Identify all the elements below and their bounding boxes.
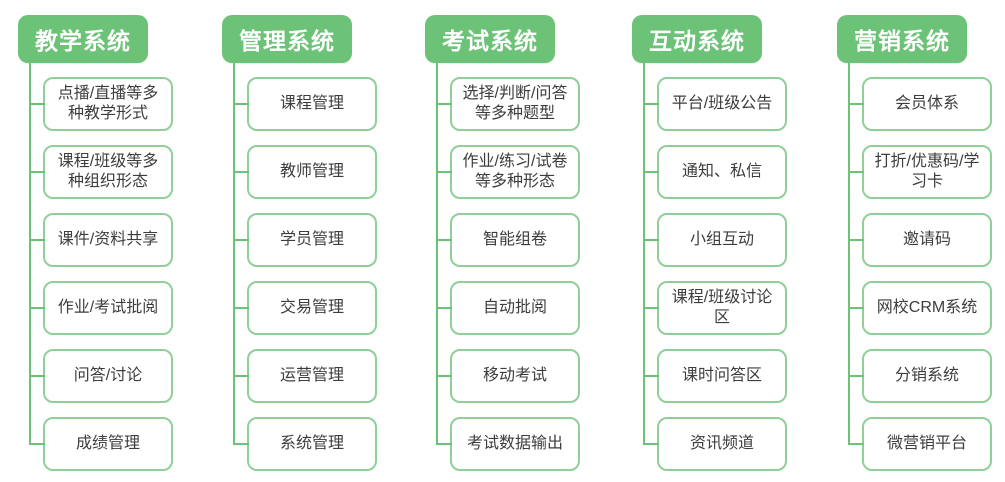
node-exam-2: 智能组卷 — [436, 213, 580, 267]
node-exam-5: 考试数据输出 — [436, 417, 580, 471]
node-interaction-0: 平台/班级公告 — [643, 77, 787, 131]
connector-trunk-marketing — [848, 63, 850, 444]
node-teaching-3: 作业/考试批阅 — [29, 281, 173, 335]
node-marketing-1: 打折/优惠码/学习卡 — [848, 145, 992, 199]
branch-children-management: 课程管理 教师管理 学员管理 交易管理 运营管理 系统管理 — [233, 77, 377, 471]
node-exam-1: 作业/练习/试卷等多种形态 — [436, 145, 580, 199]
branch-exam: 考试系统 选择/判断/问答等多种题型 作业/练习/试卷等多种形态 智能组卷 自动… — [425, 0, 585, 482]
node-teaching-1: 课程/班级等多种组织形态 — [29, 145, 173, 199]
branch-teaching: 教学系统 点播/直播等多种教学形式 课程/班级等多种组织形态 课件/资料共享 作… — [18, 0, 178, 482]
branch-interaction: 互动系统 平台/班级公告 通知、私信 小组互动 课程/班级讨论区 课时问答区 资… — [632, 0, 792, 482]
branch-marketing: 营销系统 会员体系 打折/优惠码/学习卡 邀请码 网校CRM系统 分销系统 微营… — [837, 0, 997, 482]
node-interaction-4: 课时问答区 — [643, 349, 787, 403]
node-teaching-2: 课件/资料共享 — [29, 213, 173, 267]
node-management-5: 系统管理 — [233, 417, 377, 471]
branch-children-exam: 选择/判断/问答等多种题型 作业/练习/试卷等多种形态 智能组卷 自动批阅 移动… — [436, 77, 580, 471]
node-marketing-5: 微营销平台 — [848, 417, 992, 471]
branch-management: 管理系统 课程管理 教师管理 学员管理 交易管理 运营管理 系统管理 — [222, 0, 382, 482]
branch-header-interaction: 互动系统 — [632, 15, 762, 63]
branch-children-teaching: 点播/直播等多种教学形式 课程/班级等多种组织形态 课件/资料共享 作业/考试批… — [29, 77, 173, 471]
connector-trunk-teaching — [29, 63, 31, 444]
node-interaction-5: 资讯频道 — [643, 417, 787, 471]
node-interaction-2: 小组互动 — [643, 213, 787, 267]
node-management-4: 运营管理 — [233, 349, 377, 403]
branch-header-marketing: 营销系统 — [837, 15, 967, 63]
node-management-3: 交易管理 — [233, 281, 377, 335]
node-marketing-3: 网校CRM系统 — [848, 281, 992, 335]
connector-trunk-exam — [436, 63, 438, 444]
branch-children-interaction: 平台/班级公告 通知、私信 小组互动 课程/班级讨论区 课时问答区 资讯频道 — [643, 77, 787, 471]
node-exam-3: 自动批阅 — [436, 281, 580, 335]
node-management-0: 课程管理 — [233, 77, 377, 131]
connector-trunk-management — [233, 63, 235, 444]
branch-header-exam: 考试系统 — [425, 15, 555, 63]
branch-children-marketing: 会员体系 打折/优惠码/学习卡 邀请码 网校CRM系统 分销系统 微营销平台 — [848, 77, 992, 471]
node-teaching-4: 问答/讨论 — [29, 349, 173, 403]
node-marketing-0: 会员体系 — [848, 77, 992, 131]
node-marketing-2: 邀请码 — [848, 213, 992, 267]
connector-trunk-interaction — [643, 63, 645, 444]
node-exam-4: 移动考试 — [436, 349, 580, 403]
node-interaction-3: 课程/班级讨论区 — [643, 281, 787, 335]
node-exam-0: 选择/判断/问答等多种题型 — [436, 77, 580, 131]
branch-header-management: 管理系统 — [222, 15, 352, 63]
node-interaction-1: 通知、私信 — [643, 145, 787, 199]
branch-header-teaching: 教学系统 — [18, 15, 148, 63]
node-marketing-4: 分销系统 — [848, 349, 992, 403]
node-management-2: 学员管理 — [233, 213, 377, 267]
node-teaching-0: 点播/直播等多种教学形式 — [29, 77, 173, 131]
node-management-1: 教师管理 — [233, 145, 377, 199]
node-teaching-5: 成绩管理 — [29, 417, 173, 471]
